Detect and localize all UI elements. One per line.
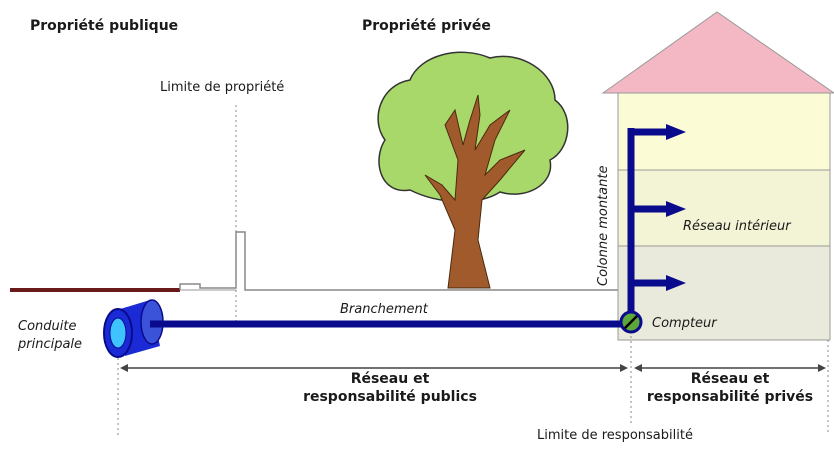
public-network-line2: responsabilité publics	[303, 389, 477, 405]
private-network-line2: responsabilité privés	[646, 389, 814, 405]
public-property-label: Propriété publique	[30, 18, 179, 34]
main-pipe-label-line1: Conduite	[18, 319, 77, 334]
meter-label: Compteur	[652, 316, 717, 331]
tree-icon	[377, 51, 569, 289]
private-network-label: Réseau et responsabilité privés	[632, 370, 828, 406]
main-pipe-label-line2: principale	[18, 337, 83, 352]
branch-label: Branchement	[340, 302, 428, 317]
private-property-label: Propriété privée	[362, 18, 491, 34]
arrow-right-icon	[628, 124, 686, 140]
main-pipe-label: Conduite principale	[18, 318, 82, 354]
ground-line	[179, 231, 620, 291]
arrow-right-icon	[628, 201, 686, 217]
meter-dial-icon	[619, 310, 643, 334]
riser-label: Colonne montante	[596, 165, 611, 286]
property-limit-label: Limite de propriété	[160, 80, 285, 95]
arrow-right-icon	[628, 275, 686, 291]
pipe-cylinder-icon	[103, 299, 164, 358]
house-roof	[601, 11, 834, 94]
public-network-label: Réseau et responsabilité publics	[280, 370, 500, 406]
house-floor-bottom	[617, 245, 831, 341]
public-network-line1: Réseau et	[350, 371, 430, 387]
internal-network-label: Réseau intérieur	[683, 219, 791, 234]
private-span-arrow	[634, 364, 826, 372]
private-network-line1: Réseau et	[690, 371, 770, 387]
public-span-arrow	[120, 364, 628, 372]
responsibility-limit-label: Limite de responsabilité	[537, 428, 693, 443]
